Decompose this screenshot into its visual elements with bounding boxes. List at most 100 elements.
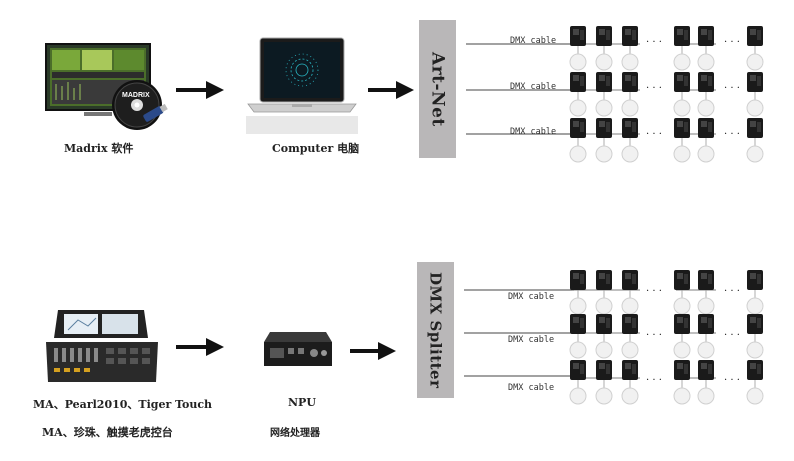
light-ball-icon bbox=[595, 341, 613, 359]
kinetic-fixture-icon bbox=[595, 72, 613, 117]
kinetic-fixture-icon bbox=[569, 72, 587, 117]
light-ball-icon bbox=[569, 341, 587, 359]
row1-ellipsis-3: . . . bbox=[646, 80, 662, 91]
madrix-caption: Madrix 软件 bbox=[64, 142, 134, 155]
npu-caption-line1: NPU bbox=[288, 396, 316, 409]
console-caption-line1: MA、Pearl2010、Tiger Touch bbox=[33, 398, 213, 411]
light-ball-icon bbox=[569, 387, 587, 405]
light-ball-icon bbox=[569, 145, 587, 163]
kinetic-fixture-icon bbox=[746, 72, 764, 117]
row1-ellipsis-4: . . . bbox=[724, 80, 740, 91]
kinetic-fixture-icon bbox=[673, 360, 691, 405]
lighting-console-icon bbox=[46, 310, 158, 382]
light-ball-icon bbox=[621, 387, 639, 405]
row1-cable-label-3: DMX cable bbox=[510, 127, 557, 137]
row2-cable-label-3: DMX cable bbox=[508, 383, 555, 393]
row2-cable-label-2: DMX cable bbox=[508, 335, 555, 345]
arrow-right-icon bbox=[176, 80, 226, 100]
artnet-label: Art-Net bbox=[427, 51, 448, 127]
light-ball-icon bbox=[621, 297, 639, 315]
artnet-box: Art-Net bbox=[419, 20, 456, 158]
kinetic-fixture-icon bbox=[621, 360, 639, 405]
monitor-icon bbox=[45, 43, 151, 116]
npu-caption-line2: 网络处理器 bbox=[270, 428, 320, 439]
kinetic-fixture-icon bbox=[621, 314, 639, 359]
laptop-icon bbox=[246, 37, 358, 134]
kinetic-fixture-icon bbox=[595, 360, 613, 405]
row2-cable-lines bbox=[464, 289, 574, 377]
light-ball-icon bbox=[595, 53, 613, 71]
madrix-software-illustration: MADRIX bbox=[44, 38, 168, 130]
kinetic-fixture-icon bbox=[697, 360, 715, 405]
kinetic-fixture-icon bbox=[595, 26, 613, 71]
light-ball-icon bbox=[569, 53, 587, 71]
kinetic-fixture-icon bbox=[746, 26, 764, 71]
kinetic-fixture-icon bbox=[569, 118, 587, 163]
light-ball-icon bbox=[569, 99, 587, 117]
arrow-right-icon bbox=[176, 337, 226, 357]
dmx-splitter-box: DMX Splitter bbox=[417, 262, 454, 398]
kinetic-fixture-icon bbox=[673, 26, 691, 71]
light-ball-icon bbox=[621, 145, 639, 163]
computer-caption: Computer 电脑 bbox=[272, 142, 360, 155]
kinetic-fixture-icon bbox=[673, 72, 691, 117]
kinetic-fixture-icon bbox=[697, 72, 715, 117]
row1-cable-label-2: DMX cable bbox=[510, 82, 557, 92]
row1-cable-label-1: DMX cable bbox=[510, 36, 557, 46]
kinetic-fixture-icon bbox=[697, 270, 715, 315]
row1-ellipsis-5: . . . bbox=[646, 126, 662, 137]
row2-fixture-array bbox=[464, 289, 574, 377]
npu-illustration bbox=[262, 328, 334, 376]
light-ball-icon bbox=[746, 341, 764, 359]
kinetic-fixture-icon bbox=[621, 26, 639, 71]
row2-ellipsis-2: . . . bbox=[724, 283, 740, 294]
kinetic-fixture-icon bbox=[697, 118, 715, 163]
kinetic-fixture-icon bbox=[595, 314, 613, 359]
row2-ellipsis-1: . . . bbox=[646, 283, 662, 294]
kinetic-fixture-icon bbox=[697, 26, 715, 71]
light-ball-icon bbox=[595, 99, 613, 117]
kinetic-fixture-icon bbox=[569, 26, 587, 71]
light-ball-icon bbox=[673, 145, 691, 163]
light-ball-icon bbox=[746, 53, 764, 71]
kinetic-fixture-icon bbox=[673, 314, 691, 359]
light-ball-icon bbox=[673, 387, 691, 405]
kinetic-fixture-icon bbox=[621, 270, 639, 315]
light-ball-icon bbox=[569, 297, 587, 315]
light-ball-icon bbox=[697, 387, 715, 405]
kinetic-fixture-icon bbox=[697, 314, 715, 359]
usb-dongle-icon bbox=[143, 103, 168, 122]
row1-ellipsis-2: . . . bbox=[724, 34, 740, 45]
light-ball-icon bbox=[746, 99, 764, 117]
arrow-right-icon bbox=[368, 80, 416, 100]
console-illustration bbox=[44, 308, 160, 392]
kinetic-fixture-icon bbox=[746, 118, 764, 163]
light-ball-icon bbox=[697, 99, 715, 117]
kinetic-fixture-icon bbox=[569, 314, 587, 359]
kinetic-fixture-icon bbox=[569, 270, 587, 315]
row1-fixture-array bbox=[466, 43, 576, 135]
light-ball-icon bbox=[673, 53, 691, 71]
row2-ellipsis-6: . . . bbox=[724, 372, 740, 383]
computer-illustration bbox=[246, 36, 358, 138]
kinetic-fixture-icon bbox=[673, 270, 691, 315]
row2-ellipsis-5: . . . bbox=[646, 372, 662, 383]
light-ball-icon bbox=[746, 387, 764, 405]
kinetic-fixture-icon bbox=[746, 360, 764, 405]
light-ball-icon bbox=[697, 145, 715, 163]
light-ball-icon bbox=[621, 53, 639, 71]
kinetic-fixture-icon bbox=[746, 314, 764, 359]
light-ball-icon bbox=[621, 341, 639, 359]
row1-cable-lines bbox=[466, 43, 576, 135]
dmx-splitter-label: DMX Splitter bbox=[426, 271, 445, 389]
kinetic-fixture-icon bbox=[595, 270, 613, 315]
light-ball-icon bbox=[697, 297, 715, 315]
row1-ellipsis-6: . . . bbox=[724, 126, 740, 137]
light-ball-icon bbox=[673, 341, 691, 359]
madrix-logo: MADRIX bbox=[122, 92, 150, 99]
npu-box-icon bbox=[264, 332, 332, 366]
light-ball-icon bbox=[595, 145, 613, 163]
light-ball-icon bbox=[746, 297, 764, 315]
arrow-right-icon bbox=[350, 341, 398, 361]
